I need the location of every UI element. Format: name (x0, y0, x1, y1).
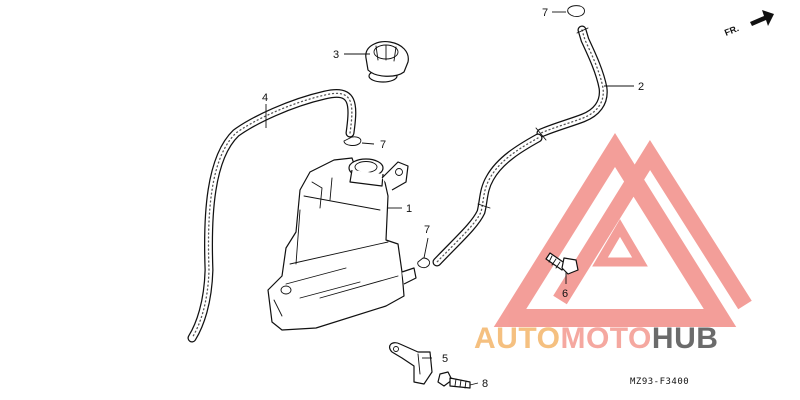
part-3-cap (365, 41, 409, 83)
watermark-text-auto: AUTO (474, 322, 560, 355)
part-7-clip-middle (343, 136, 362, 146)
callout-2: 2 (638, 81, 644, 93)
watermark-text: AUTOMOTOHUB (474, 322, 718, 355)
watermark-text-hub: HUB (652, 322, 719, 355)
watermark-text-moto: MOTO (560, 322, 651, 355)
watermark-logo (493, 133, 752, 327)
part-2-hose (432, 25, 608, 267)
callout-4: 4 (262, 92, 268, 104)
callout-7-top: 7 (542, 7, 548, 19)
front-direction-indicator: FR. (723, 10, 774, 38)
part-4-hose (187, 89, 357, 343)
diagram-code: MZ93-F3400 (630, 377, 689, 387)
part-7-clip-top (567, 5, 585, 17)
watermark-triangle-core (592, 219, 648, 267)
part-6-bolt (545, 252, 579, 275)
part-1-reservoir-tank (267, 157, 417, 331)
callout-5: 5 (442, 353, 448, 365)
callout-3: 3 (333, 49, 339, 61)
callout-8: 8 (482, 378, 488, 390)
front-label: FR. (723, 23, 740, 38)
part-8-bolt (437, 371, 471, 389)
callout-1: 1 (406, 203, 412, 215)
leader-lines (265, 11, 634, 386)
watermark-triangle-inner (553, 139, 752, 310)
front-arrow-icon (750, 10, 774, 26)
callout-7-lower: 7 (424, 224, 430, 236)
part-5-clamp (388, 342, 433, 385)
part-7-clip-lower (417, 257, 431, 269)
callout-6: 6 (562, 288, 568, 300)
watermark-triangle-outer (493, 133, 737, 327)
callout-7-middle: 7 (380, 139, 386, 151)
